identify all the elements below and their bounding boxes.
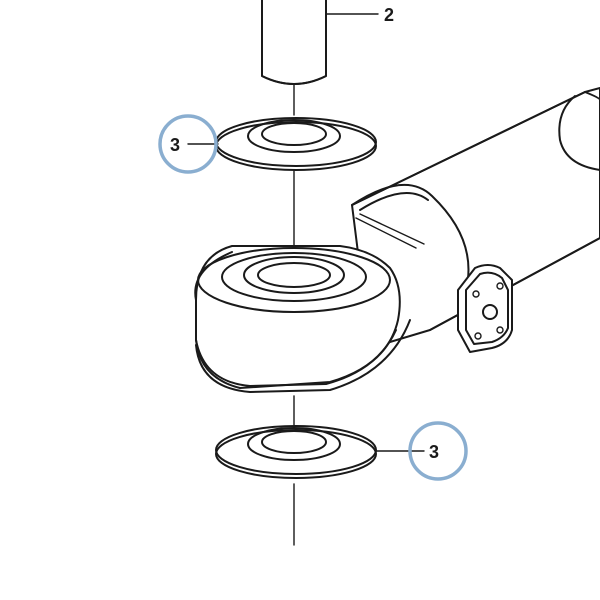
- callout-3-upper-label: 3: [170, 135, 180, 155]
- callout-3-upper[interactable]: 3: [158, 114, 219, 174]
- highlight-ring: [158, 114, 218, 174]
- upper-washer: [215, 117, 377, 171]
- lower-washer: [215, 425, 377, 479]
- pin-part: [261, 0, 327, 85]
- callout-3-lower-label: 3: [429, 442, 439, 462]
- callout-2-label: 2: [384, 5, 394, 25]
- callout-2: 2: [325, 5, 394, 25]
- cylinder-body: [194, 87, 600, 393]
- highlight-ring: [408, 421, 468, 481]
- callout-3-lower[interactable]: 3: [375, 421, 468, 481]
